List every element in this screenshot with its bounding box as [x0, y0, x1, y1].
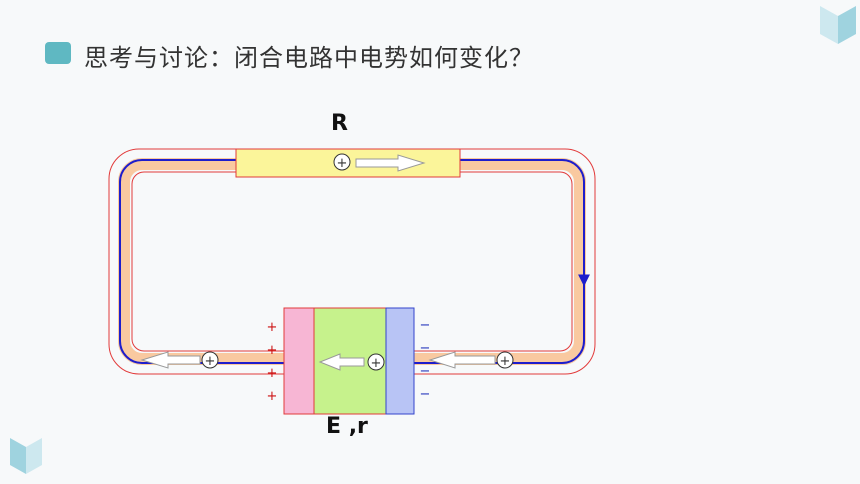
- negative-plate: [385, 307, 415, 415]
- resistor-charge-icon: [333, 153, 351, 171]
- corner-logo-icon: [820, 6, 856, 44]
- plate-plus-sign: +: [267, 389, 278, 404]
- corner-logo-icon-bottom: [10, 438, 42, 474]
- source-flow-arrow: [318, 353, 365, 371]
- wire-right-charge-sign: +: [500, 354, 511, 369]
- plate-plus-sign: +: [267, 366, 278, 381]
- source-charge-icon: [367, 353, 385, 371]
- title-marker-icon: [45, 42, 71, 64]
- resistor-charge-sign: +: [337, 156, 348, 171]
- plate-plus-sign: +: [267, 343, 278, 358]
- plate-minus-sign: −: [420, 341, 431, 356]
- plate-minus-sign: −: [420, 364, 431, 379]
- wire-right-charge-icon: [496, 351, 514, 369]
- source-charge-sign: +: [371, 356, 382, 371]
- wire-right-flow-arrow: [428, 351, 496, 369]
- plate-minus-sign: −: [420, 387, 431, 402]
- wire-left-flow-arrow: [140, 351, 201, 369]
- plate-minus-sign: −: [420, 318, 431, 333]
- wire-left-charge-icon: [201, 351, 219, 369]
- resistor-label: R: [331, 111, 348, 136]
- source-label: E ,r: [326, 414, 368, 439]
- wire-left-charge-sign: +: [205, 354, 216, 369]
- plate-plus-sign: +: [267, 320, 278, 335]
- resistor-flow-arrow: [355, 154, 426, 172]
- positive-plate: [283, 307, 315, 415]
- slide-title: 思考与讨论：闭合电路中电势如何变化？: [84, 44, 534, 72]
